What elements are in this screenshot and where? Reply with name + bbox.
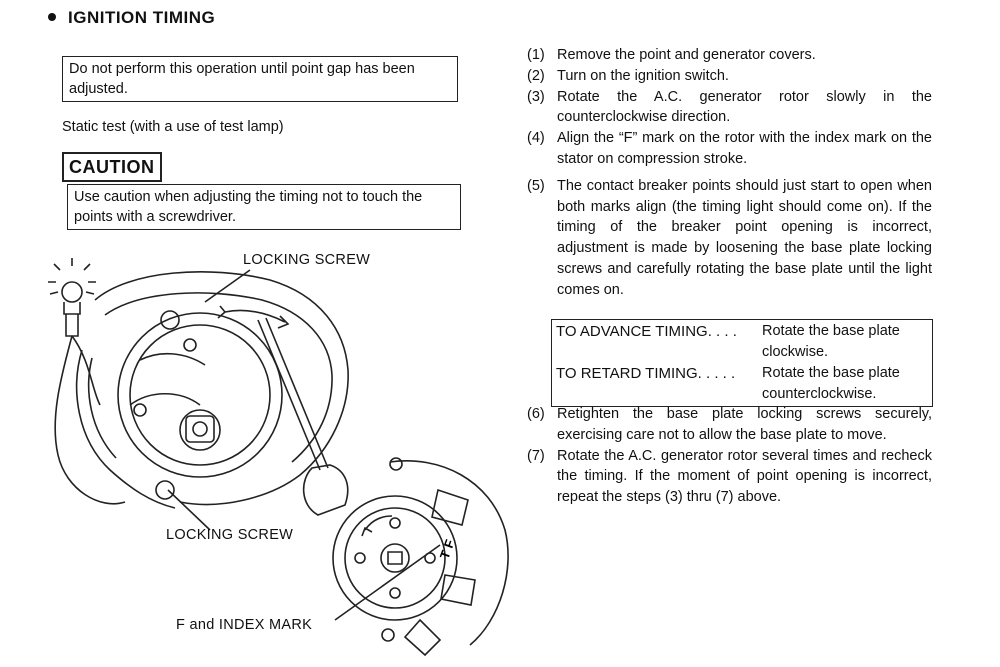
timing-value: Rotate the base plate counterclockwise. bbox=[762, 365, 900, 402]
step-text: Align the “F” mark on the rotor with the… bbox=[557, 130, 932, 167]
bullet-icon bbox=[48, 12, 56, 21]
step-item: (2) Turn on the ignition switch. bbox=[527, 66, 932, 87]
warning-box: Do not perform this operation until poin… bbox=[62, 56, 458, 102]
step-text: Rotate the A.C. generator rotor slowly i… bbox=[557, 88, 932, 126]
step-number: (7) bbox=[527, 447, 545, 464]
step-text: Rotate the A.C. generator rotor several … bbox=[557, 447, 932, 506]
step-number: (1) bbox=[527, 47, 545, 63]
step-item: (1) Remove the point and generator covers… bbox=[527, 45, 932, 66]
section-heading: IGNITION TIMING bbox=[48, 8, 215, 28]
crankcase-outline bbox=[76, 271, 349, 509]
steps-list: (1) Remove the point and generator covers… bbox=[527, 45, 932, 301]
rotation-arrow-icon bbox=[217, 305, 290, 329]
step-number: (5) bbox=[527, 177, 545, 194]
screwdriver-icon bbox=[257, 317, 349, 516]
ignition-timing-illustration: T F bbox=[48, 258, 509, 657]
label-f-index-mark: F and INDEX MARK bbox=[176, 617, 313, 633]
label-locking-screw-top: LOCKING SCREW bbox=[243, 252, 371, 268]
rotor-detail bbox=[332, 457, 509, 657]
step-number: (3) bbox=[527, 88, 545, 105]
caution-box: Use caution when adjusting the timing no… bbox=[67, 184, 461, 230]
warning-text: Do not perform this operation until poin… bbox=[69, 61, 415, 97]
timing-row-retard: TO RETARD TIMING. . . . . Rotate the base… bbox=[556, 363, 928, 405]
test-lamp-icon bbox=[48, 258, 126, 505]
step-item: (7) Rotate the A.C. generator rotor sever… bbox=[527, 446, 932, 508]
static-test-label: Static test (with a use of test lamp) bbox=[62, 119, 284, 135]
step-text: Remove the point and generator covers. bbox=[557, 47, 816, 63]
caution-title: CAUTION bbox=[62, 152, 162, 182]
timing-table: TO ADVANCE TIMING. . . . Rotate the base … bbox=[551, 319, 933, 407]
label-locking-screw-bottom: LOCKING SCREW bbox=[166, 527, 294, 543]
step-item: (3) Rotate the A.C. generator rotor slowl… bbox=[527, 87, 932, 129]
step-item: (4) Align the “F” mark on the rotor with … bbox=[527, 128, 932, 170]
step-text: Retighten the base plate locking screws … bbox=[557, 406, 932, 443]
caution-text: Use caution when adjusting the timing no… bbox=[74, 189, 423, 225]
leader-line-mark bbox=[334, 544, 441, 621]
timing-row-advance: TO ADVANCE TIMING. . . . Rotate the base … bbox=[556, 321, 928, 363]
timing-value: Rotate the base plate clockwise. bbox=[762, 323, 900, 360]
step-number: (2) bbox=[527, 67, 545, 84]
step-item: (6) Retighten the base plate locking scre… bbox=[527, 404, 932, 446]
breaker-plate bbox=[117, 310, 283, 500]
steps-list-continued: (6) Retighten the base plate locking scre… bbox=[527, 404, 932, 508]
timing-key: TO ADVANCE TIMING. . . . bbox=[556, 323, 737, 340]
step-number: (4) bbox=[527, 130, 545, 147]
step-item: (5) The contact breaker points should jus… bbox=[527, 176, 932, 301]
rotor-mark-text: T F bbox=[437, 538, 458, 562]
timing-key: TO RETARD TIMING. . . . . bbox=[556, 365, 736, 382]
step-text: Turn on the ignition switch. bbox=[557, 67, 729, 84]
leader-line-bottom bbox=[167, 489, 211, 531]
leader-line-top bbox=[204, 269, 251, 303]
section-heading-text: IGNITION TIMING bbox=[68, 8, 216, 27]
step-text: The contact breaker points should just s… bbox=[557, 177, 932, 298]
step-number: (6) bbox=[527, 406, 545, 422]
